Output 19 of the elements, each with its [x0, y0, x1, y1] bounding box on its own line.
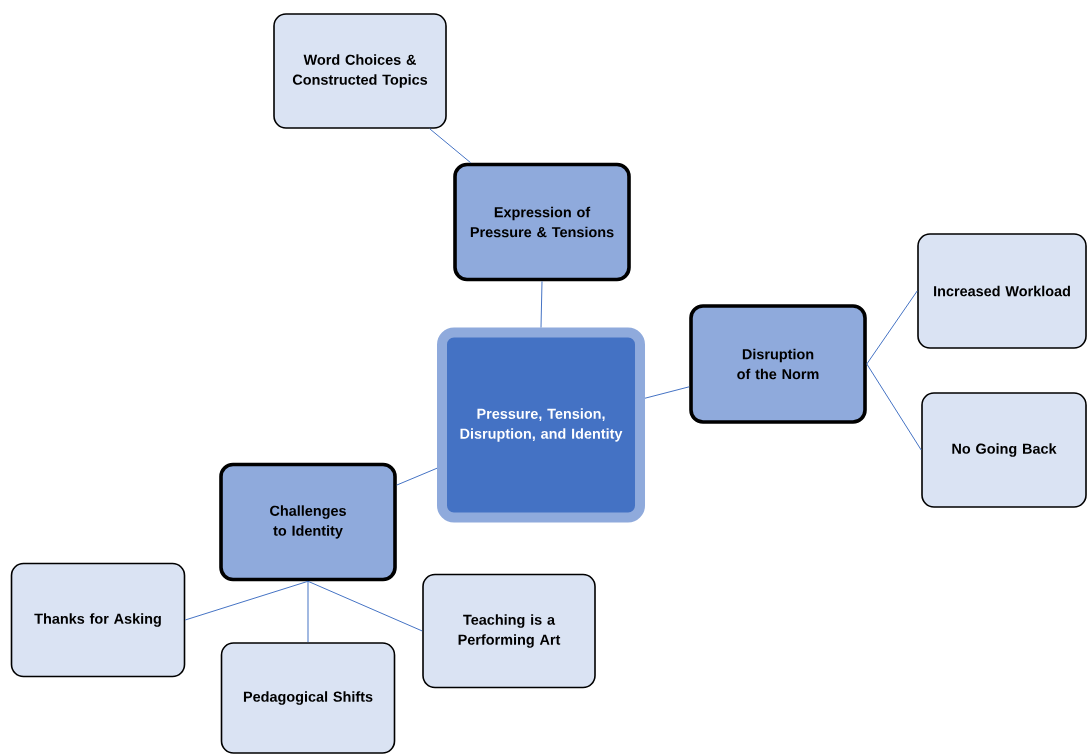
topic-box: Thanks for Asking: [10, 562, 186, 678]
topic-box: No Going Back: [921, 392, 1087, 508]
connector-line: [429, 128, 472, 164]
connector-line: [396, 467, 438, 486]
theme-box: Challenges to Identity: [219, 462, 397, 582]
connector-line: [540, 280, 543, 328]
theme-box: Disruption of the Norm: [689, 304, 867, 424]
connector-line: [866, 363, 922, 451]
theme-box: Expression of Pressure & Tensions: [453, 162, 631, 282]
connector-line: [644, 386, 690, 399]
central-box: Pressure, Tension, Disruption, and Identity: [437, 327, 645, 523]
connector-line: [307, 580, 423, 632]
connector-line: [184, 580, 309, 621]
topic-box: Word Choices & Constructed Topics: [273, 13, 447, 129]
topic-box: Increased Workload: [917, 233, 1087, 349]
connector-line: [307, 580, 309, 643]
connector-line: [866, 290, 918, 365]
topic-box: Teaching is a Performing Art: [422, 573, 596, 689]
topic-box: Pedagogical Shifts: [220, 642, 396, 754]
